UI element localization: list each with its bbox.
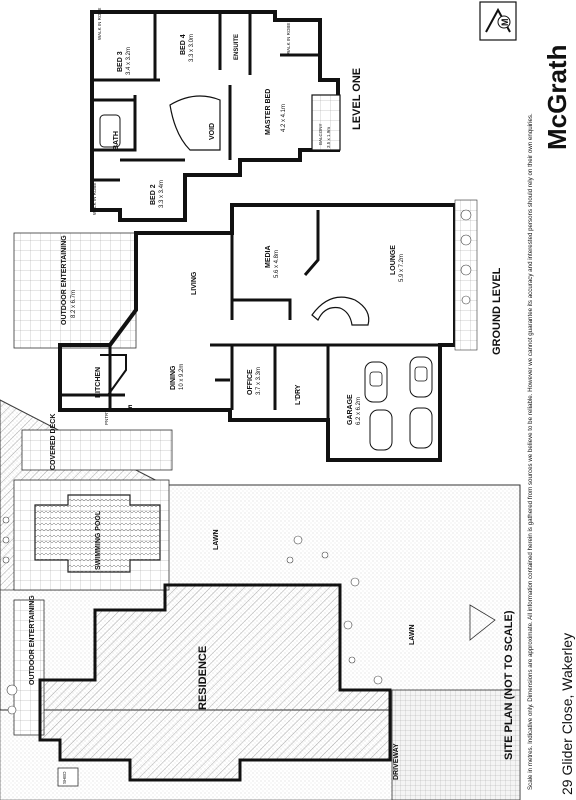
site-trees bbox=[2, 516, 383, 715]
laundry-label: L'DRY bbox=[295, 384, 302, 405]
lounge-dim: 5.9 x 7.2m bbox=[399, 254, 405, 282]
ground-stairs bbox=[311, 296, 370, 326]
bed2-dim: 3.3 x 3.4m bbox=[159, 180, 165, 208]
bed4-dim: 3.3 x 3.0m bbox=[189, 34, 195, 62]
level-one-wir-3: WALK IN ROBE bbox=[92, 183, 97, 215]
ground-level-heading: GROUND LEVEL bbox=[491, 267, 503, 355]
level-one-wir-2: WALK IN ROBE bbox=[286, 23, 291, 55]
level-one-wir-1: WALK IN ROBE bbox=[97, 8, 102, 40]
bed2-label: BED 2 bbox=[150, 184, 157, 205]
residence-label: RESIDENCE bbox=[197, 646, 209, 710]
media-label: MEDIA bbox=[265, 245, 272, 268]
office-dim: 3.7 x 3.3m bbox=[256, 367, 262, 395]
covered-deck-label: COVERED DECK bbox=[50, 414, 57, 470]
shed-label: SHED bbox=[62, 771, 67, 784]
site-plan-heading: SITE PLAN (NOT TO SCALE) bbox=[503, 610, 515, 760]
level-one-plan: WALK IN ROBE BED 3 3.4 x 3.2m BED 4 3.3 … bbox=[90, 8, 363, 222]
outdoor-entertaining-area bbox=[13, 232, 137, 349]
lawn-label-1: LAWN bbox=[213, 529, 220, 550]
garage-cars bbox=[364, 356, 433, 451]
kitchen-label: KITCHEN bbox=[95, 367, 102, 398]
dining-dim: 10 x 9.2m bbox=[179, 364, 185, 390]
balcony-label: BALCONY bbox=[318, 123, 323, 145]
fridge-label: F bbox=[128, 405, 133, 412]
brand-logo-text: McGrath bbox=[542, 45, 572, 150]
level-one-heading: LEVEL ONE bbox=[351, 68, 363, 130]
garage-dim: 6.2 x 6.2m bbox=[356, 397, 362, 425]
ground-level-plan: OUTDOOR ENTERTAINING 8.2 x 6.7m LIVING M… bbox=[13, 199, 503, 462]
office-label: OFFICE bbox=[247, 369, 254, 395]
property-address: 29 Glider Close, Wakerley bbox=[559, 633, 575, 795]
ensuite-label: ENSUITE bbox=[234, 34, 240, 60]
media-dim: 5.6 x 4.8m bbox=[274, 250, 280, 278]
bed3-label: BED 3 bbox=[117, 51, 124, 72]
shed bbox=[57, 767, 79, 787]
bath-label: BATH bbox=[113, 131, 120, 150]
pool-label: SWIMMING POOL bbox=[95, 510, 102, 570]
swimming-pool bbox=[34, 494, 161, 573]
compass-north-icon: M bbox=[500, 19, 510, 27]
driveway-label: DRIVEWAY bbox=[393, 743, 400, 780]
void-label: VOID bbox=[209, 123, 216, 140]
garage-label: GARAGE bbox=[347, 394, 354, 425]
pantry-label: PNTRY bbox=[104, 410, 109, 425]
balcony bbox=[311, 94, 341, 151]
site-outdoor-entertaining-label: OUTDOOR ENTERTAINING bbox=[29, 595, 36, 685]
living-label: LIVING bbox=[191, 271, 198, 295]
driveway-area bbox=[391, 689, 521, 800]
bed3-dim: 3.4 x 3.2m bbox=[126, 47, 132, 75]
balcony-dim: 3.5 x 1.9m bbox=[326, 127, 331, 148]
covered-deck-area bbox=[21, 429, 173, 471]
lounge-label: LOUNGE bbox=[390, 245, 397, 275]
dining-label: DINING bbox=[170, 365, 177, 390]
bed4-label: BED 4 bbox=[180, 34, 187, 55]
master-bed-dim: 4.2 x 4.1m bbox=[281, 104, 287, 132]
branding: M McGrath 29 Glider Close, Wakerley Scal… bbox=[479, 1, 575, 795]
disclaimer-text: Scale in metres. Indicative only. Dimens… bbox=[527, 113, 534, 790]
master-bed-label: MASTER BED bbox=[265, 89, 272, 135]
outdoor-entertaining-dim: 8.2 x 6.7m bbox=[71, 290, 77, 318]
outdoor-entertaining-label: OUTDOOR ENTERTAINING bbox=[61, 235, 68, 325]
site-plan: COVERED DECK SWIMMING POOL LAWN LAWN OUT… bbox=[0, 399, 521, 800]
residence-footprint bbox=[38, 583, 392, 782]
lawn-label-2: LAWN bbox=[409, 624, 416, 645]
